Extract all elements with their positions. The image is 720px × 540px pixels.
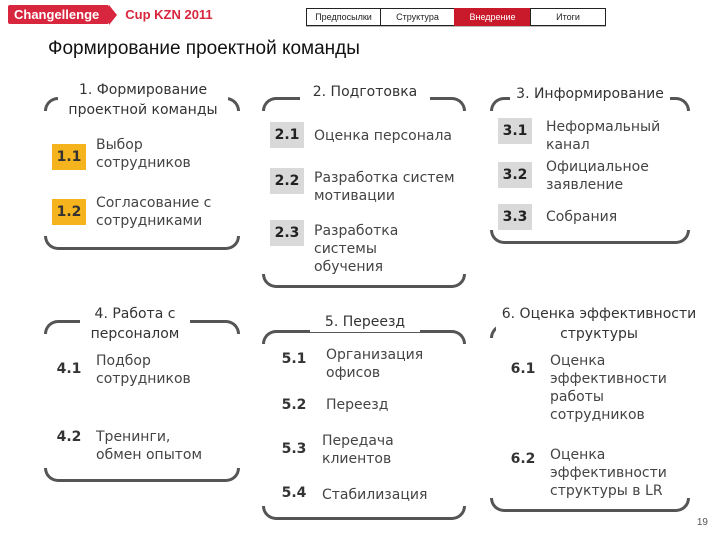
stage-5-item-4-text: Стабилизация xyxy=(322,487,428,503)
stage-1-bracket-bottom xyxy=(44,236,240,250)
stage-1-item-2-number: 1.2 xyxy=(52,199,86,225)
stage-5-item-4-number: 5.4 xyxy=(281,485,307,501)
stage-6-item-2-text: Оценка эффективности структуры в LR xyxy=(550,447,667,499)
stage-5-item-2-number: 5.2 xyxy=(281,397,307,413)
stage-2-item-3-text: Разработка системы обучения xyxy=(314,223,399,275)
tab-implementation[interactable]: Внедрение xyxy=(454,8,530,26)
stage-3-item-1-text: Неформальный канал xyxy=(546,119,661,153)
stage-3-item-3-text: Собрания xyxy=(546,209,618,225)
page-title: Формирование проектной команды xyxy=(48,38,360,59)
page-number: 19 xyxy=(696,517,708,528)
stage-4-bracket-bottom xyxy=(44,468,240,482)
stage-6-item-1-number: 6.1 xyxy=(510,361,536,377)
stage-2-title: 2. Подготовка xyxy=(300,82,430,102)
brand-logo: Changellenge Cup KZN 2011 xyxy=(8,4,213,25)
stage-5-item-1-number: 5.1 xyxy=(281,351,307,367)
brand-name: Changellenge xyxy=(8,4,118,25)
stage-5-item-1-text: Организация офисов xyxy=(326,347,424,381)
stage-3-bracket-bottom xyxy=(490,230,690,244)
stage-5-bracket-top xyxy=(262,330,466,344)
cup-title: Cup KZN 2011 xyxy=(125,6,213,22)
tab-prerequisites[interactable]: Предпосылки xyxy=(306,8,380,26)
stage-3-item-2-text: Официальное заявление xyxy=(546,159,649,193)
stage-4-item-2-text: Тренинги, обмен опытом xyxy=(96,429,203,463)
stage-2-item-2-text: Разработка систем мотивации xyxy=(314,170,455,204)
stage-6-item-1-text: Оценка эффективности работы сотрудников xyxy=(550,353,667,423)
stage-2-item-3-number: 2.3 xyxy=(270,220,304,246)
stage-3-item-1-number: 3.1 xyxy=(498,118,532,144)
stage-3-title: 3. Информирование xyxy=(510,84,670,104)
stage-2-bracket-bottom xyxy=(262,274,466,288)
stage-5-item-2-text: Переезд xyxy=(326,397,389,413)
stage-6-title: 6. Оценка эффективности структуры xyxy=(496,304,702,344)
stage-4-title: 4. Работа с персоналом xyxy=(80,304,190,344)
stage-2-item-1-text: Оценка персонала xyxy=(314,128,452,144)
stage-1-title: 1. Формирование проектной команды xyxy=(58,80,228,120)
stage-5-item-3-number: 5.3 xyxy=(281,441,307,457)
stage-3-item-3-number: 3.3 xyxy=(498,204,532,230)
tab-structure[interactable]: Структура xyxy=(380,8,454,26)
stage-6-bracket-bottom xyxy=(490,498,690,512)
stage-1-item-2-text: Согласование с сотрудниками xyxy=(96,195,212,229)
tab-results[interactable]: Итоги xyxy=(530,8,606,26)
stage-2-item-1-number: 2.1 xyxy=(270,122,304,148)
stage-5-title: 5. Переезд xyxy=(310,312,420,332)
stage-4-item-1-text: Подбор сотрудников xyxy=(96,353,191,387)
header-divider xyxy=(306,26,606,27)
stage-1-item-1-text: Выбор сотрудников xyxy=(96,137,191,171)
stage-4-item-2-number: 4.2 xyxy=(56,429,82,445)
stage-1-item-1-number: 1.1 xyxy=(52,144,86,170)
stage-6-item-2-number: 6.2 xyxy=(510,451,536,467)
stage-5-bracket-bottom xyxy=(262,506,466,520)
stage-5-item-3-text: Передача клиентов xyxy=(322,433,394,467)
section-tabs: Предпосылки Структура Внедрение Итоги xyxy=(306,8,606,26)
stage-3-item-2-number: 3.2 xyxy=(498,162,532,188)
stage-4-item-1-number: 4.1 xyxy=(56,361,82,377)
stage-2-item-2-number: 2.2 xyxy=(270,168,304,194)
